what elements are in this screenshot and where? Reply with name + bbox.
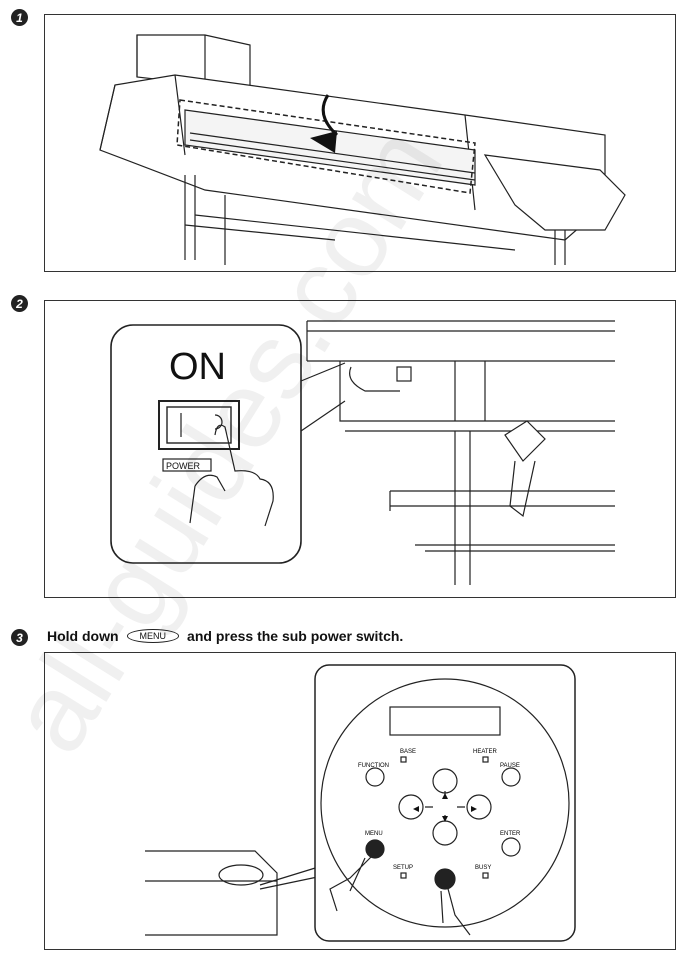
step-1-illustration [44, 14, 676, 272]
printer-cover-drawing [99, 34, 626, 265]
step-2-number: 2 [11, 295, 28, 312]
label-busy: BUSY [475, 865, 491, 871]
label-base: BASE [400, 749, 416, 755]
step-1-number: 1 [11, 9, 28, 26]
down-arrow-icon [442, 816, 448, 822]
on-label: ON [169, 346, 226, 388]
menu-key-icon: MENU [126, 629, 180, 643]
label-setup: SETUP [393, 865, 413, 871]
label-pause: PAUSE [500, 763, 520, 769]
step-3-instruction: Hold down MENU and press the sub power s… [47, 628, 403, 644]
up-arrow-icon [442, 793, 448, 799]
control-panel-drawing: BASE HEATER FUNCTION PAUSE MENU ENTER SE… [145, 664, 576, 942]
step-2-illustration: ON POWER [44, 300, 676, 598]
instruction-prefix: Hold down [47, 628, 119, 644]
label-enter: ENTER [500, 831, 521, 837]
label-heater: HEATER [473, 749, 498, 755]
step-3-illustration: BASE HEATER FUNCTION PAUSE MENU ENTER SE… [44, 652, 676, 950]
step-3-number: 3 [11, 629, 28, 646]
label-menu: MENU [365, 831, 383, 837]
power-label: POWER [166, 461, 201, 471]
power-switch-drawing: ON POWER [110, 320, 615, 585]
label-function: FUNCTION [358, 763, 389, 769]
instruction-suffix: and press the sub power switch. [187, 628, 404, 644]
right-arrow-icon [471, 806, 477, 812]
left-arrow-icon [413, 806, 419, 812]
